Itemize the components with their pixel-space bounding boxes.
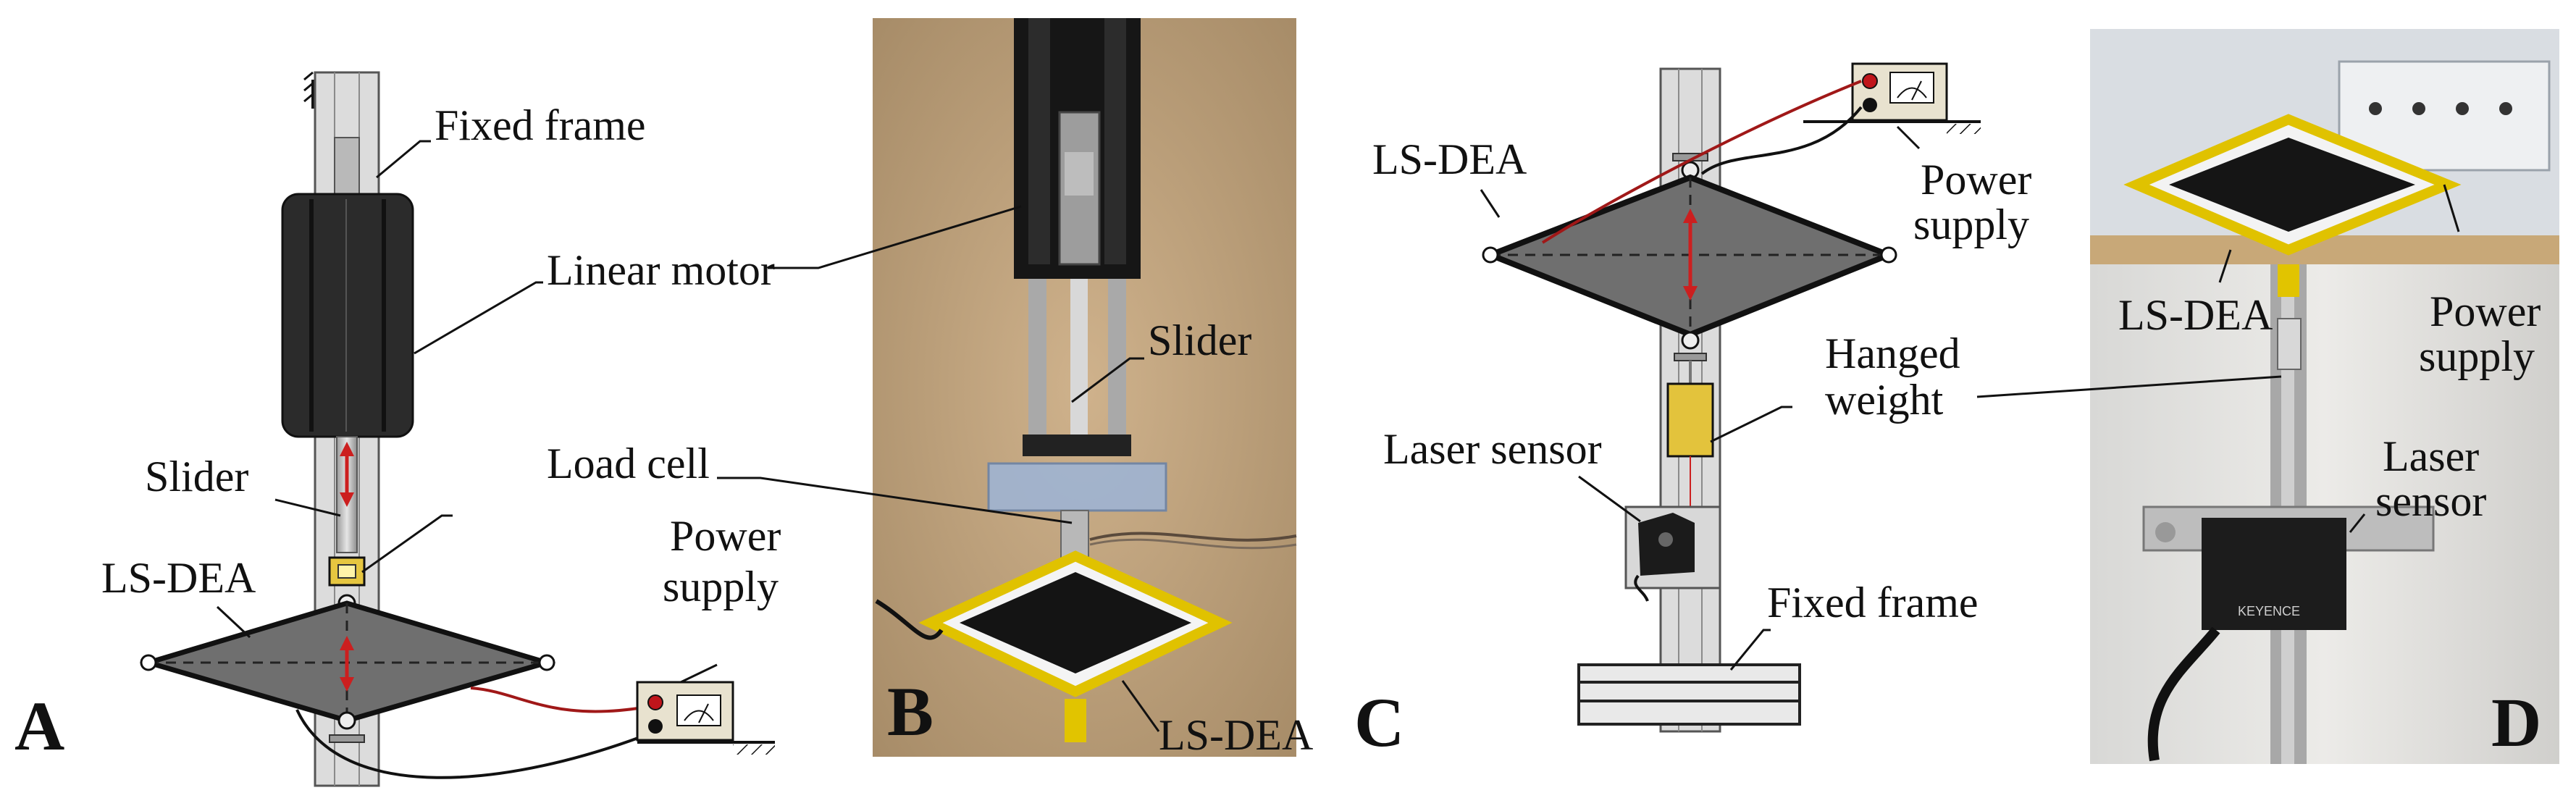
label-power-c-line2: supply — [1913, 201, 2029, 248]
red-wire-c — [1541, 80, 1862, 244]
label-hanged-weight-line2: weight — [1825, 376, 1944, 424]
panel-letter-a: A — [14, 687, 64, 765]
photo-b-rails — [1028, 279, 1046, 453]
frame-block — [334, 137, 360, 196]
label-power-a-line1: Power — [670, 512, 781, 560]
label-slider-a: Slider — [145, 453, 248, 500]
leader-linear-motor — [768, 205, 1022, 269]
hanged-weight — [1666, 382, 1714, 458]
fixed-frame-base — [1577, 663, 1801, 726]
label-hanged-weight-line1: Hanged — [1825, 329, 1960, 377]
label-laser-d-line2: sensor — [2375, 477, 2486, 525]
panel-c: LS-DEA Power supply Hanged weight Laser … — [1354, 62, 2031, 761]
power-supply-a — [636, 681, 775, 755]
label-laser-d-line1: Laser — [2383, 432, 2479, 480]
panel-letter-b: B — [887, 673, 934, 750]
photo-d-dea-membrane — [2169, 138, 2415, 232]
label-slider-b: Slider — [1148, 316, 1251, 364]
photo-d-sensor-brand: KEYENCE — [2238, 604, 2300, 618]
black-wire-c — [1700, 106, 1863, 175]
panel-d: KEYENCE LS-DEA Power supply Laser sensor… — [1976, 29, 2559, 764]
label-fixed-frame-c: Fixed frame — [1767, 579, 1979, 626]
black-wire — [295, 709, 656, 779]
laser-sensor-c — [1624, 505, 1721, 602]
label-laser-sensor-c: Laser sensor — [1383, 425, 1602, 473]
label-linear-motor: Linear motor — [547, 246, 775, 294]
leader-load-cell — [717, 477, 1073, 524]
panel-letter-c: C — [1354, 684, 1404, 761]
label-load-cell: Load cell — [547, 440, 710, 487]
power-supply-c — [1803, 62, 1981, 134]
label-power-d-line1: Power — [2430, 287, 2541, 335]
label-power-d-line2: supply — [2419, 332, 2535, 380]
label-ls-dea-d: LS-DEA — [2118, 291, 2273, 339]
ground-hatch-top — [303, 71, 314, 109]
label-power-c-line1: Power — [1921, 156, 2031, 203]
photo-b-dea-membrane — [960, 572, 1191, 673]
label-ls-dea-c: LS-DEA — [1372, 135, 1527, 183]
panel-b: Slider LS-DEA B — [873, 18, 1313, 759]
label-ls-dea-b: LS-DEA — [1159, 711, 1313, 759]
photo-b-mount — [987, 462, 1167, 512]
label-ls-dea-a: LS-DEA — [101, 554, 256, 602]
panel-letter-d: D — [2491, 684, 2541, 761]
photo-d-weight — [2277, 318, 2302, 370]
panel-a: Fixed frame Linear motor Slider Load cel… — [14, 71, 781, 787]
red-wire — [470, 687, 653, 713]
label-fixed-frame-a: Fixed frame — [435, 101, 646, 149]
label-power-a-line2: supply — [663, 563, 779, 610]
photo-d-laser-sensor — [2202, 518, 2346, 630]
linear-motor — [281, 193, 414, 438]
